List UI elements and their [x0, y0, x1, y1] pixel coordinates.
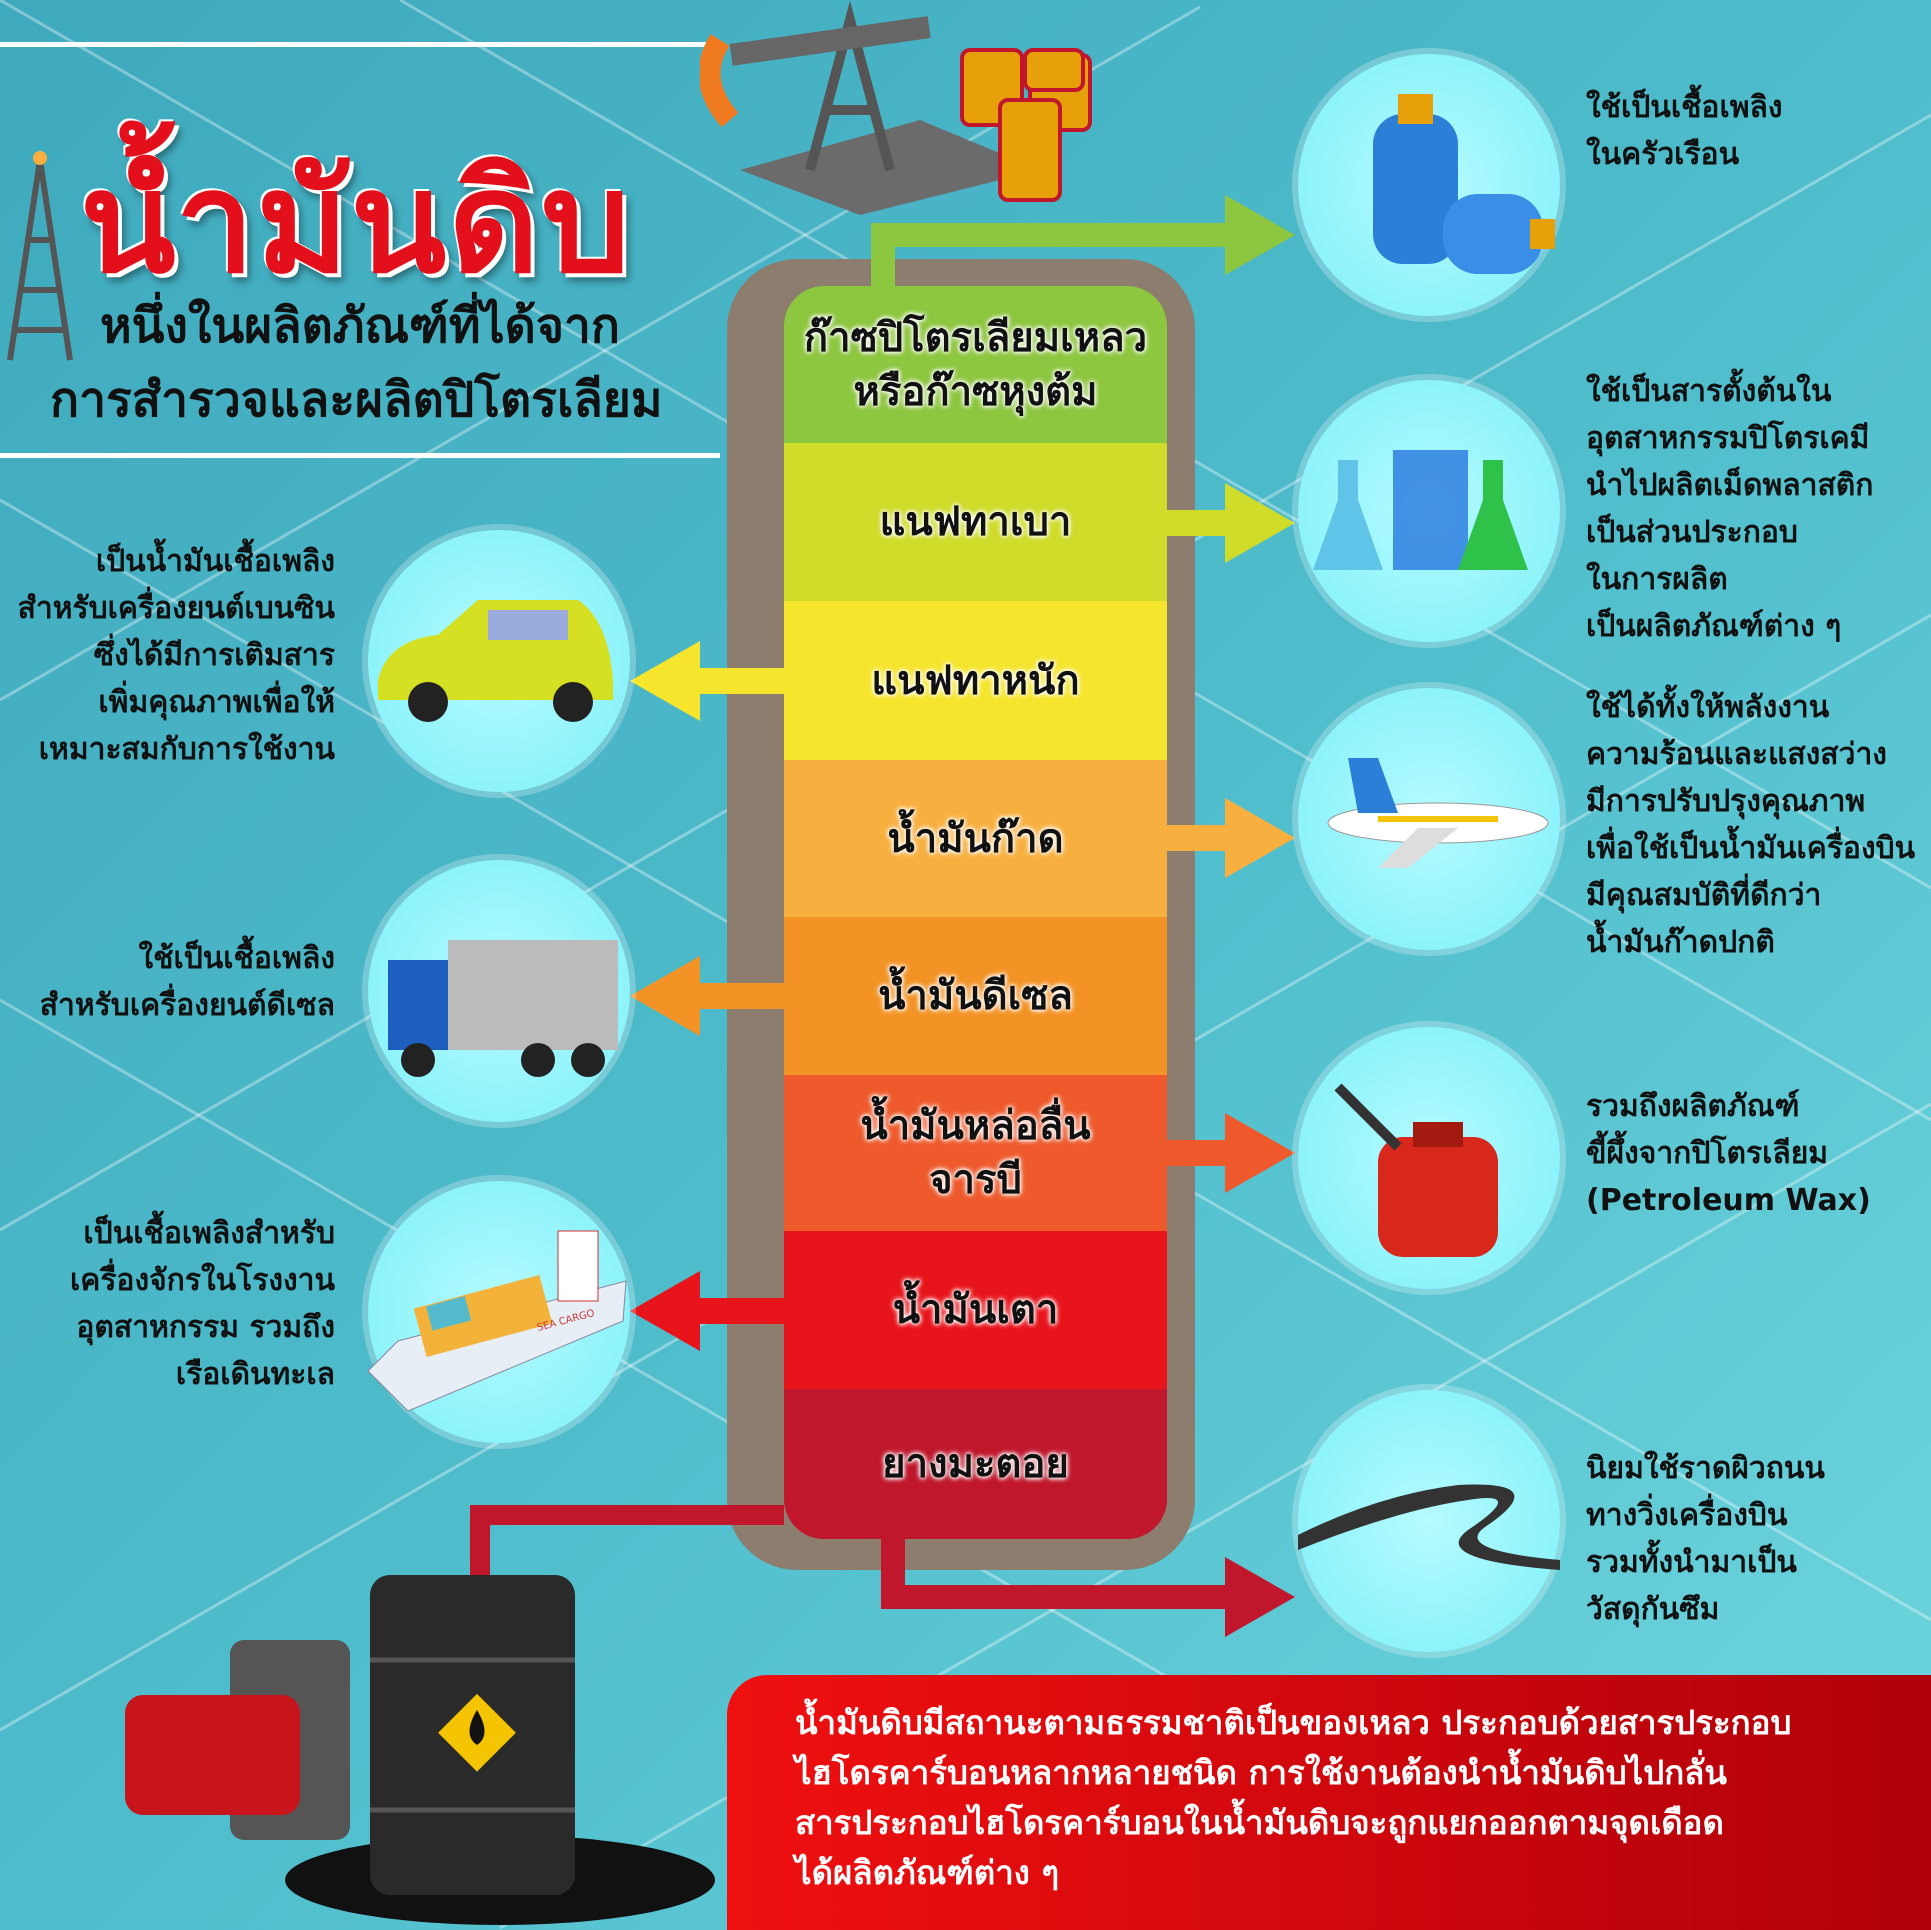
- text-line: (Petroleum Wax): [1586, 1183, 1871, 1218]
- text-line: นำไปผลิตเม็ดพลาสติก: [1586, 468, 1874, 503]
- text-line: เหมาะสมกับการใช้งาน: [38, 732, 335, 767]
- use-icon-circle: [368, 530, 630, 792]
- use-icon-circle: [1298, 54, 1560, 316]
- arrow-diesel: [630, 956, 785, 1036]
- oil-can-icon: [1334, 1083, 1498, 1257]
- truck-icon: [388, 940, 618, 1077]
- fraction-label: ก๊าซปิโตรเลียมเหลว: [803, 314, 1148, 361]
- text-line: ซึ่งได้มีการเติมสาร: [93, 638, 335, 673]
- use-description: เป็นน้ำมันเชื้อเพลิงสำหรับเครื่องยนต์เบน…: [18, 538, 335, 773]
- arrow-fuel-oil: [630, 1271, 785, 1351]
- text-line: น้ำมันก๊าดปกติ: [1586, 925, 1775, 960]
- text-line: ใช้เป็นเชื้อเพลิง: [138, 941, 335, 976]
- fraction-band: น้ำมันก๊าด: [784, 760, 1167, 917]
- use-icon-circle: [1298, 1390, 1560, 1652]
- fraction-label: น้ำมันก๊าด: [887, 815, 1064, 862]
- use-description: ใช้เป็นสารตั้งต้นในอุตสาหกรรมปิโตรเคมีนำ…: [1586, 368, 1873, 650]
- oil-derrick-icon: [7, 151, 73, 361]
- text-line: เป็นส่วนประกอบ: [1586, 515, 1798, 550]
- text-line: มีคุณสมบัติที่ดีกว่า: [1586, 878, 1822, 913]
- text-line: เรือเดินทะเล: [175, 1357, 335, 1392]
- text-line: เพื่อใช้เป็นน้ำมันเครื่องบิน: [1586, 831, 1916, 866]
- arrow-light-naphtha: [1117, 483, 1295, 563]
- use-icon-circle: [1298, 1027, 1560, 1289]
- text-line: เครื่องจักรในโรงงาน: [70, 1263, 335, 1298]
- text-line: ทางวิ่งเครื่องบิน: [1586, 1498, 1788, 1533]
- text-line: น้ำมันดิบมีสถานะตามธรรมชาติเป็นของเหลว ป…: [795, 1703, 1792, 1742]
- text-line: ความร้อนและแสงสว่าง: [1586, 737, 1887, 772]
- arrow-lpg: [871, 195, 1295, 286]
- text-line: อุตสาหกรรม รวมถึง: [76, 1310, 335, 1345]
- fraction-label: น้ำมันหล่อลื่น: [860, 1103, 1091, 1149]
- use-icon-circle: [1298, 688, 1560, 950]
- text-line: เพิ่มคุณภาพเพื่อให้: [98, 685, 335, 720]
- fraction-label: แนฟทาเบา: [879, 499, 1072, 545]
- road-icon: [1298, 1484, 1560, 1570]
- fraction-label: แนฟทาหนัก: [871, 657, 1080, 704]
- fraction-label: น้ำมันเตา: [892, 1287, 1059, 1333]
- fraction-label: ยางมะตอย: [882, 1441, 1069, 1487]
- arrow-lubricant: [1117, 1113, 1295, 1193]
- text-line: มีการปรับปรุงคุณภาพ: [1586, 784, 1866, 819]
- text-line: ไฮโดรคาร์บอนหลากหลายชนิด การใช้งานต้องนำ…: [795, 1753, 1727, 1792]
- text-line: วัสดุกันซึม: [1586, 1592, 1720, 1627]
- summary-text: น้ำมันดิบมีสถานะตามธรรมชาติเป็นของเหลว ป…: [795, 1698, 1791, 1898]
- text-line: เป็นเชื้อเพลิงสำหรับ: [83, 1216, 335, 1251]
- text-line: ใช้เป็นสารตั้งต้นใน: [1586, 374, 1832, 409]
- summary-banner: [727, 1675, 1931, 1930]
- page-title: น้ำมันดิบ: [80, 142, 633, 305]
- use-description: เป็นเชื้อเพลิงสำหรับเครื่องจักรในโรงงานอ…: [70, 1210, 335, 1398]
- use-description: ใช้เป็นเชื้อเพลิงสำหรับเครื่องยนต์ดีเซล: [40, 935, 335, 1029]
- use-icon-circle: [1298, 380, 1560, 642]
- lab-flask-icon: [1313, 450, 1528, 570]
- text-line: นิยมใช้ราดผิวถนน: [1586, 1451, 1825, 1486]
- text-line: ขี้ผึ้งจากปิโตรเลียม: [1586, 1136, 1829, 1171]
- use-icon-circle: SEA CARGO: [368, 1181, 630, 1443]
- fraction-label: จารบี: [929, 1157, 1022, 1203]
- fraction-band: ก๊าซปิโตรเลียมเหลวหรือก๊าซหุงต้ม: [784, 286, 1167, 443]
- arrow-asphalt: [881, 1539, 1295, 1637]
- text-line: ใช้ได้ทั้งให้พลังงาน: [1586, 690, 1830, 725]
- crude-feed-pipe: [470, 1505, 784, 1580]
- text-line: ในการผลิต: [1586, 562, 1728, 597]
- fraction-band: น้ำมันเตา: [784, 1231, 1167, 1389]
- subtitle-line-2: การสำรวจและผลิตปิโตรเลียม: [50, 372, 663, 428]
- crude-oil-barrels-icon: [125, 1575, 715, 1925]
- car-icon: [378, 600, 613, 722]
- fraction-band: แนฟทาหนัก: [784, 601, 1167, 760]
- use-icon-circle: [368, 860, 630, 1122]
- subtitle-line-1: หนึ่งในผลิตภัณฑ์ที่ได้จาก: [100, 298, 620, 354]
- fraction-label: น้ำมันดีเซล: [878, 973, 1073, 1019]
- text-line: รวมถึงผลิตภัณฑ์: [1586, 1089, 1800, 1124]
- use-description: ใช้เป็นเชื้อเพลิงในครัวเรือน: [1586, 84, 1783, 178]
- text-line: ได้ผลิตภัณฑ์ต่าง ๆ: [795, 1853, 1060, 1892]
- fraction-label: หรือก๊าซหุงต้ม: [853, 368, 1098, 415]
- fraction-band: แนฟทาเบา: [784, 443, 1167, 601]
- airplane-icon: [1327, 758, 1549, 868]
- text-line: เป็นผลิตภัณฑ์ต่าง ๆ: [1586, 609, 1842, 644]
- title-bottom-rule: [0, 453, 720, 458]
- title-top-rule: [0, 42, 720, 47]
- arrow-kerosene: [1117, 798, 1295, 878]
- use-description: รวมถึงผลิตภัณฑ์ขี้ผึ้งจากปิโตรเลียม (Petr…: [1586, 1083, 1871, 1224]
- text-line: รวมทั้งนำมาเป็น: [1586, 1545, 1797, 1580]
- pumpjack-and-barrels-icon: [700, 0, 1092, 215]
- use-description: ใช้ได้ทั้งให้พลังงานความร้อนและแสงสว่างม…: [1586, 684, 1915, 966]
- fraction-band: น้ำมันดีเซล: [784, 917, 1167, 1075]
- cargo-ship-icon: SEA CARGO: [368, 1230, 627, 1412]
- arrow-heavy-naphtha: [630, 641, 785, 721]
- gas-cylinder-icon: [1373, 94, 1555, 274]
- text-line: เป็นน้ำมันเชื้อเพลิง: [95, 544, 335, 579]
- text-line: ใช้เป็นเชื้อเพลิง: [1586, 90, 1783, 125]
- text-line: สารประกอบไฮโดรคาร์บอนในน้ำมันดิบจะถูกแยก…: [795, 1803, 1724, 1842]
- text-line: อุตสาหกรรมปิโตรเคมี: [1586, 421, 1870, 456]
- text-line: สำหรับเครื่องยนต์เบนซิน: [17, 591, 335, 626]
- text-line: ในครัวเรือน: [1586, 137, 1740, 172]
- fraction-band: ยางมะตอย: [784, 1389, 1167, 1539]
- use-description: นิยมใช้ราดผิวถนนทางวิ่งเครื่องบินรวมทั้ง…: [1586, 1445, 1825, 1633]
- text-line: สำหรับเครื่องยนต์ดีเซล: [39, 988, 335, 1023]
- fraction-band: น้ำมันหล่อลื่นจารบี: [784, 1075, 1167, 1231]
